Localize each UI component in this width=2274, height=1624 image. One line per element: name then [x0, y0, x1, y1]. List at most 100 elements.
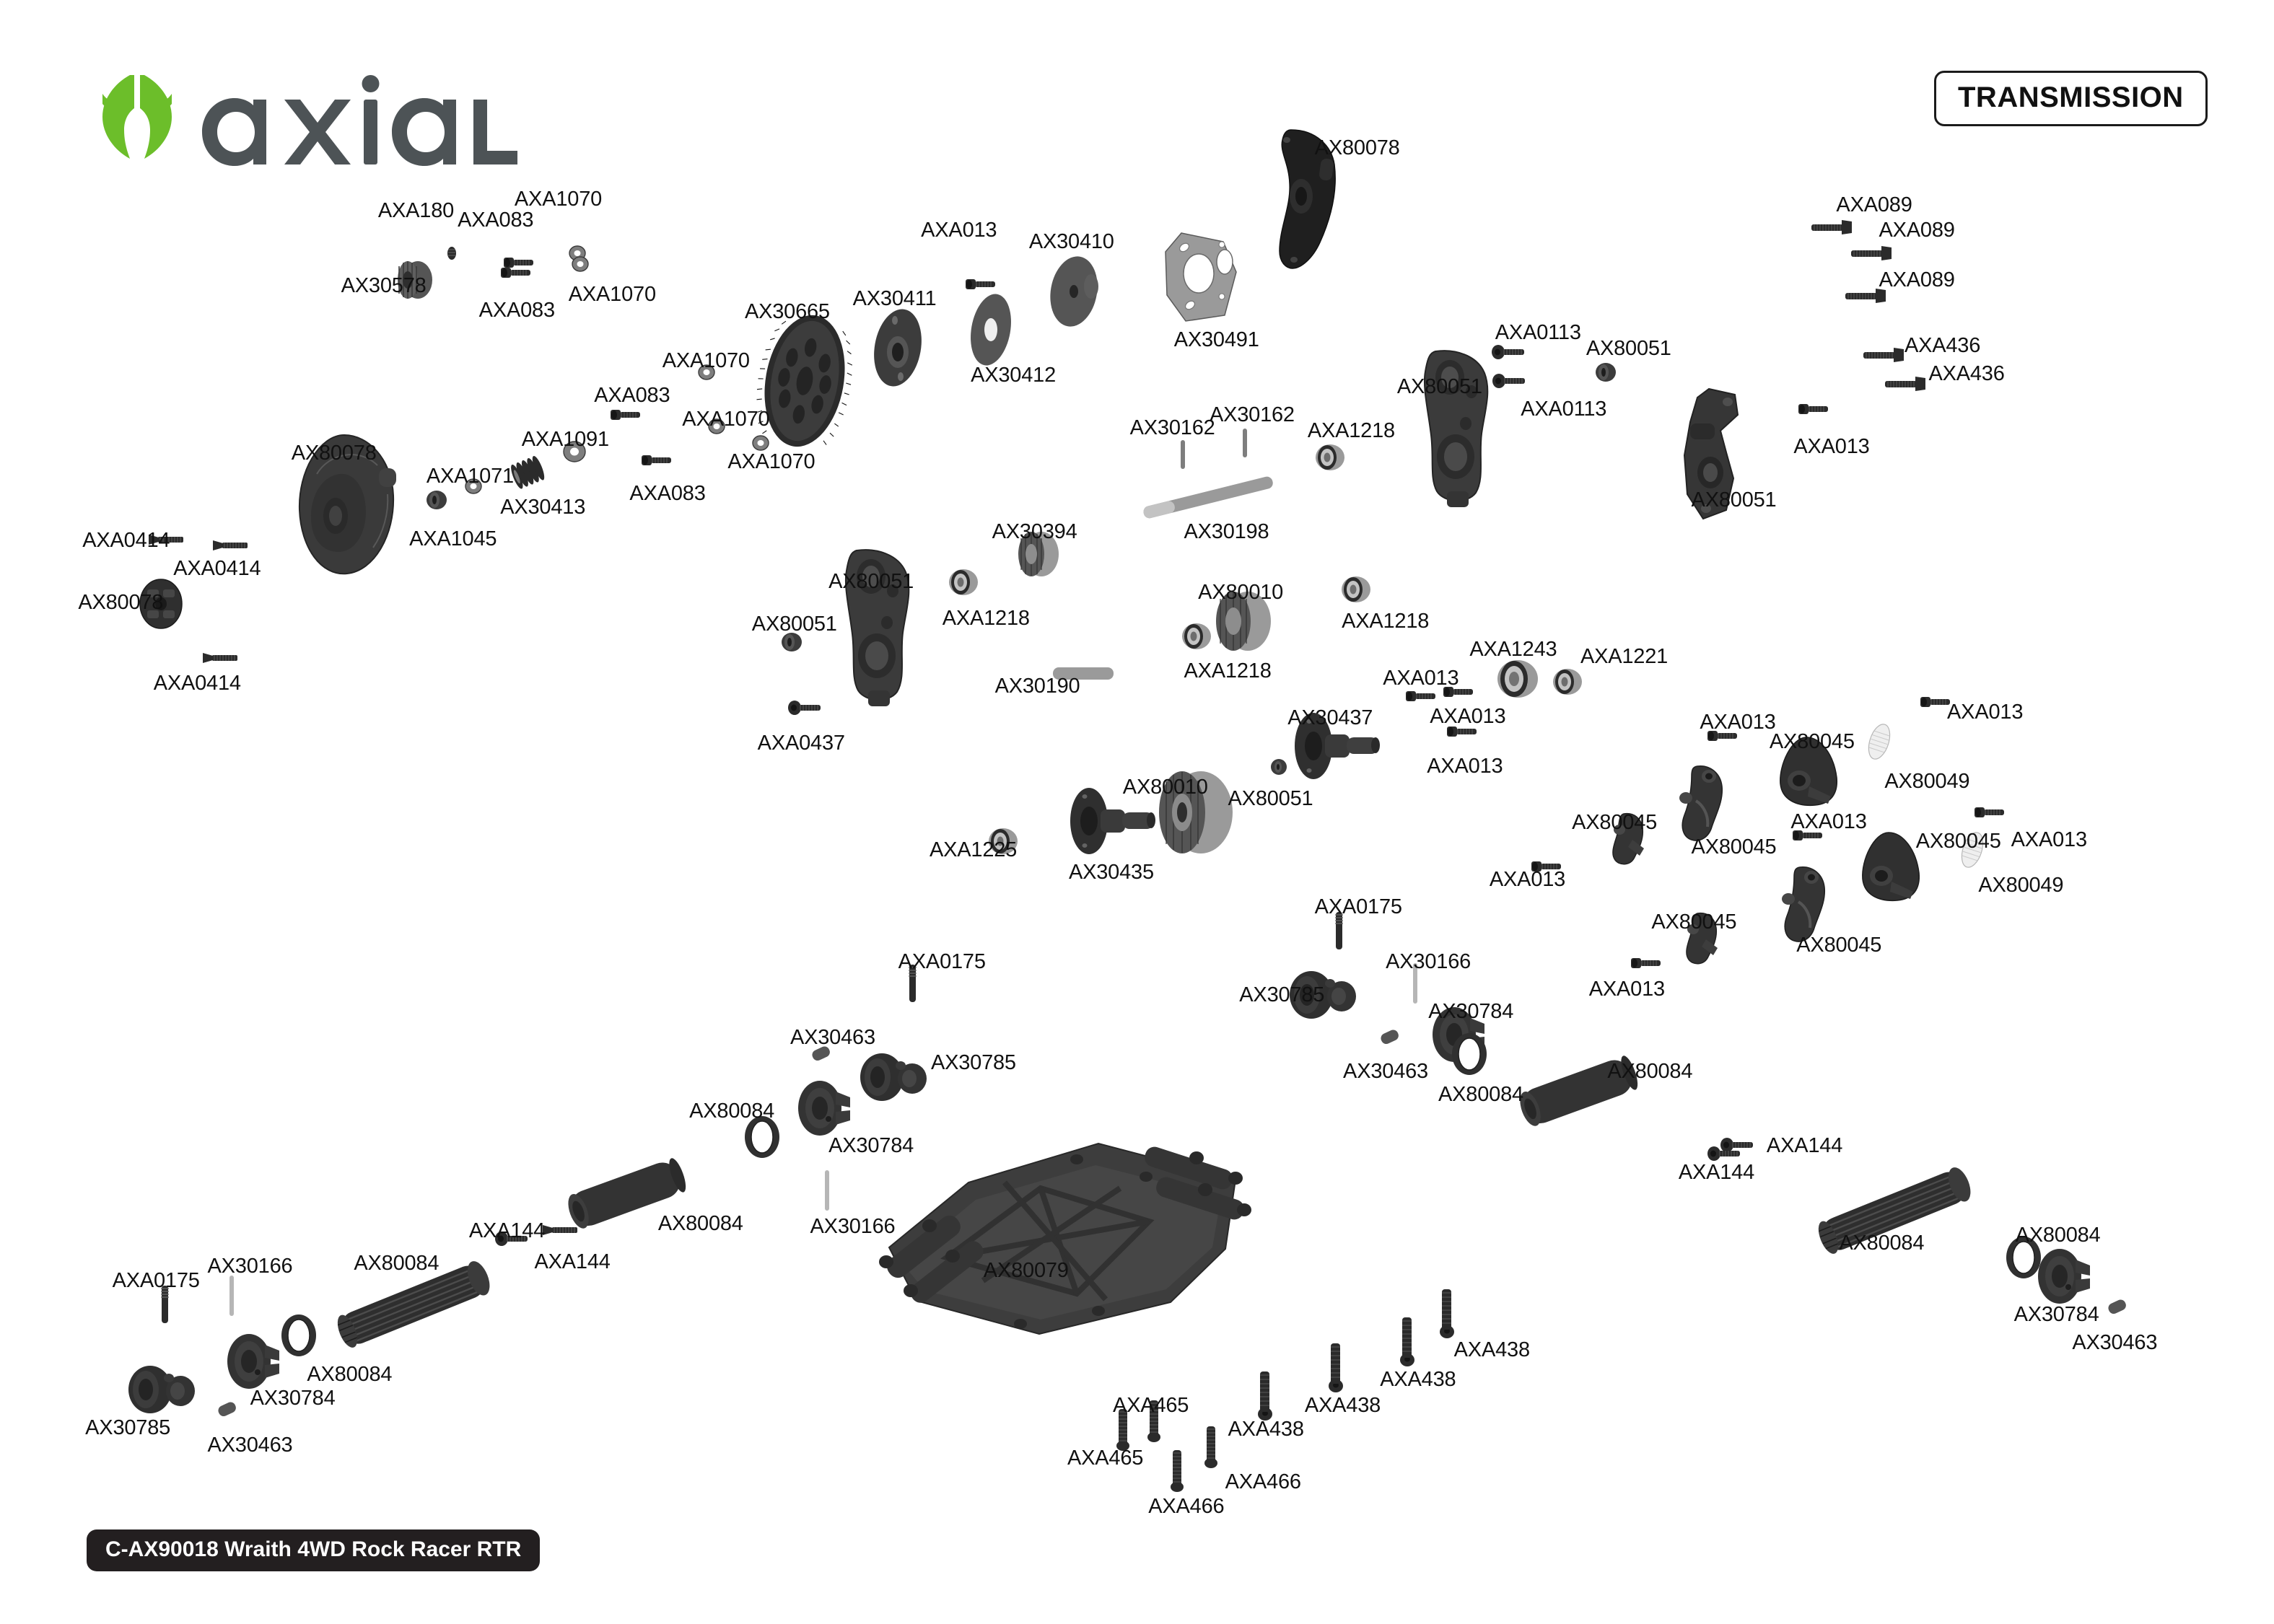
part-label: AX80049 [1978, 874, 2064, 897]
part-art-socket-bolt [1436, 1287, 1458, 1339]
part-art-bushing [1594, 361, 1617, 383]
part-label: AX80084 [1839, 1232, 1925, 1255]
part-art-knuckle [1857, 831, 1923, 902]
part-art-set-screw [906, 963, 918, 1004]
part-art-set-screw [159, 1284, 170, 1325]
part-art-pinion-gear [393, 259, 437, 301]
part-label: AX30784 [1428, 1000, 1514, 1024]
part-label: AX30166 [207, 1254, 293, 1278]
part-label: AXA013 [2011, 828, 2087, 852]
part-art-cap-screw [641, 451, 673, 470]
part-art-hex-bolt [1807, 218, 1855, 237]
part-art-boot-ring [743, 1115, 782, 1159]
part-label: AXA1070 [662, 349, 750, 373]
part-label: AX80078 [291, 442, 377, 465]
part-art-boot-ring [279, 1313, 318, 1358]
part-art-driveshaft-cup [224, 1332, 282, 1391]
part-label: AX30190 [994, 675, 1080, 698]
part-art-cap-screw [965, 275, 997, 294]
part-art-bearing [987, 827, 1019, 856]
part-art-spring [509, 455, 549, 489]
part-art-boot-ring [2004, 1235, 2043, 1280]
part-label: AXA0414 [173, 556, 261, 580]
part-art-cap-screw [1707, 727, 1739, 745]
part-art-spline-shaft [1810, 1167, 1976, 1254]
part-art-gearbox-brace [1666, 386, 1745, 523]
part-art-cap-screw [1531, 857, 1562, 876]
part-art-set-screw [1333, 910, 1344, 951]
part-label: AXA013 [1947, 700, 2024, 724]
part-art-yoke-small [1608, 811, 1650, 866]
part-art-motor-plate [1161, 230, 1241, 324]
part-art-button-screw [1720, 1136, 1754, 1154]
part-label: AXA438 [1453, 1338, 1530, 1362]
part-art-driveshaft-cup [795, 1079, 853, 1138]
part-label: AX80051 [1396, 374, 1482, 398]
part-art-pin [1178, 439, 1187, 470]
part-label: AX30463 [790, 1025, 875, 1049]
part-label: AXA1070 [568, 282, 656, 306]
part-art-washer-large [562, 441, 587, 462]
part-art-pin-long [227, 1274, 236, 1317]
part-label: AX30578 [341, 274, 427, 298]
part-art-bearing [1314, 443, 1346, 472]
part-art-hex-bolt [1841, 286, 1889, 305]
part-label: AX80084 [689, 1100, 775, 1123]
part-label: AX80078 [78, 591, 164, 615]
part-label: AXA0437 [757, 732, 845, 755]
part-label: AX30784 [250, 1387, 336, 1410]
part-label: AXA466 [1148, 1494, 1225, 1518]
part-label: AXA144 [1766, 1133, 1843, 1157]
part-label: AX80045 [1769, 730, 1855, 754]
part-art-yoke-small [1682, 910, 1723, 965]
part-art-bearing [1340, 575, 1372, 604]
part-art-hex-bolt [1847, 244, 1894, 263]
part-art-cap-screw [1974, 803, 2006, 822]
part-label: AXA083 [478, 298, 555, 322]
part-art-cap-screw [610, 405, 642, 424]
part-art-cap-screw [1798, 400, 1829, 418]
part-label: AX30463 [2072, 1331, 2158, 1355]
part-label: AX80051 [751, 612, 837, 636]
part-art-cross-pin [810, 1045, 832, 1063]
part-art-disc-thin [968, 292, 1013, 367]
part-art-button-screw [1707, 1145, 1741, 1162]
part-label: AX80084 [354, 1251, 440, 1275]
part-art-bearing [948, 568, 979, 597]
part-label: AX80045 [1796, 933, 1882, 957]
part-label: AXA089 [1836, 193, 1912, 216]
part-art-pin-long [1411, 962, 1420, 1005]
part-label: AX80051 [828, 569, 914, 593]
part-art-spline-shaft [329, 1261, 495, 1348]
part-label: AXA1091 [521, 427, 609, 451]
part-label: AXA1070 [727, 450, 815, 474]
part-label: AX30162 [1129, 416, 1215, 439]
part-label: AX30394 [992, 519, 1077, 543]
part-label: AXA013 [1383, 666, 1459, 690]
part-label: AXA466 [1225, 1470, 1301, 1494]
part-label: AX30665 [744, 299, 830, 323]
part-art-shim [1867, 723, 1892, 760]
part-art-bushing-small [1270, 758, 1287, 776]
part-label: AX80084 [1438, 1082, 1523, 1106]
part-art-cap-screw [1630, 954, 1662, 973]
part-art-driveshaft-cup [2035, 1247, 2093, 1306]
part-label: AXA083 [458, 209, 534, 232]
part-label: AX80051 [1586, 336, 1671, 360]
part-art-slipper-hub [139, 578, 183, 630]
part-label: AXA144 [468, 1219, 546, 1242]
part-art-universal-joint [1285, 967, 1359, 1022]
part-art-machine-screw [1114, 1407, 1132, 1452]
part-art-bearing [1181, 622, 1212, 651]
part-label: AX30785 [85, 1416, 171, 1440]
part-label: AX80051 [1691, 488, 1777, 512]
part-label: AXA0113 [1521, 398, 1607, 421]
part-label: AX30785 [930, 1051, 1016, 1075]
part-art-universal-joint [124, 1362, 198, 1417]
part-art-button-screw [1492, 372, 1526, 390]
part-art-button-screw [1491, 343, 1526, 361]
part-label: AXA1225 [929, 838, 1018, 861]
part-art-washer [464, 478, 483, 494]
part-art-machine-screw [1145, 1398, 1163, 1443]
part-label: AX30784 [828, 1133, 914, 1157]
